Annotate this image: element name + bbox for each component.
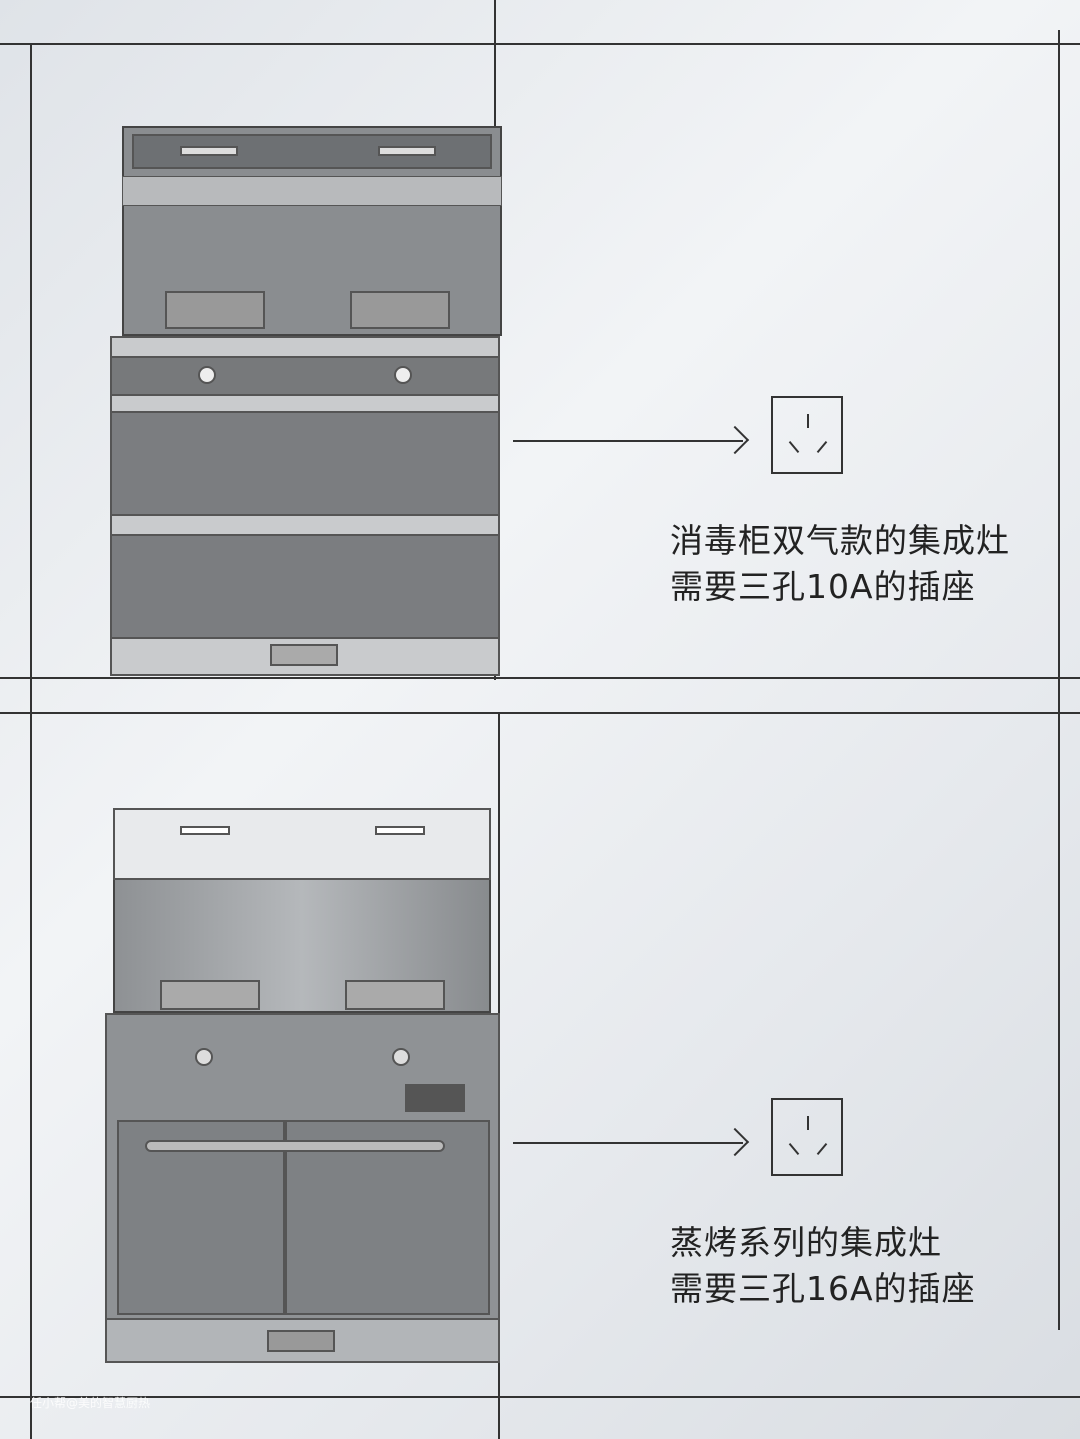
grid-line [0, 43, 1080, 45]
caption-2: 蒸烤系列的集成灶需要三孔16A的插座 [670, 1220, 976, 1312]
caption-line: 蒸烤系列的集成灶 [670, 1223, 942, 1262]
integrated-stove-steam-oven [105, 808, 500, 1363]
grid-line [0, 677, 1080, 679]
caption-1: 消毒柜双气款的集成灶需要三孔10A的插座 [670, 518, 1010, 610]
grid-line [1058, 30, 1060, 1330]
grid-line [0, 712, 1080, 714]
socket-icon [771, 396, 843, 474]
caption-line: 消毒柜双气款的集成灶 [670, 521, 1010, 560]
arrow-icon [513, 440, 743, 442]
arrow-icon [513, 1142, 743, 1144]
grid-line [30, 43, 32, 1439]
grid-line [0, 1396, 1080, 1398]
caption-line: 需要三孔16A的插座 [670, 1269, 976, 1308]
socket-icon [771, 1098, 843, 1176]
caption-line: 需要三孔10A的插座 [670, 567, 976, 606]
watermark: 任小帮@美的智慧厨热 [30, 1396, 151, 1410]
integrated-stove-disinfection [110, 126, 502, 678]
